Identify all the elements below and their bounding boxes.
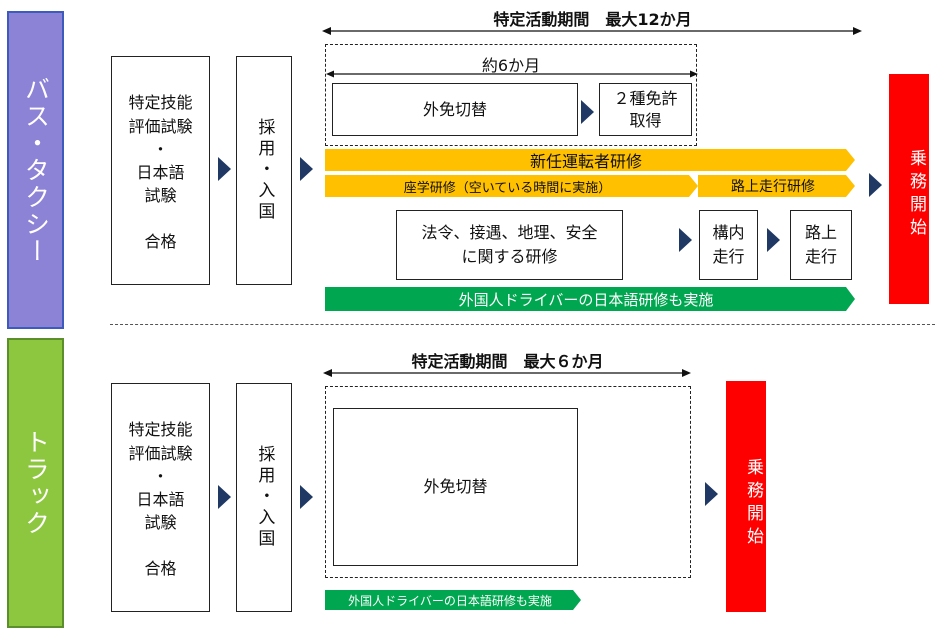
truck-japanese-training: 外国人ドライバーの日本語研修も実施 [348,593,552,608]
bus-classroom-band-shape [325,175,698,197]
truck-arrow-1 [218,485,231,509]
bus-road-driving-box: 路上 走行 [790,210,852,280]
bus-road-training: 路上走行研修 [731,179,815,195]
truck-period-title: 特定活動期間 最大６か月 [411,352,604,371]
truck-license-switch-box: 外免切替 [333,408,578,566]
category-truck: トラック [7,338,64,628]
bus-2nd-license-box: ２種免許 取得 [599,83,692,136]
bus-arrow-6 [869,173,882,197]
bus-japanese-training: 外国人ドライバーの日本語研修も実施 [458,290,714,309]
bus-arrow-5 [767,228,780,252]
bus-arrow-1 [218,157,231,181]
bus-sub-period-title: 約6か月 [481,56,541,75]
bus-road-band-shape [698,175,855,197]
bus-period-arrow [322,27,862,35]
truck-japanese-band-shape [325,590,581,610]
truck-start-duty: 乗務開始 [726,381,766,612]
bus-new-driver-band-shape [325,149,855,171]
bus-hire-entry-box: 採用・入国 [236,56,292,285]
bus-start-duty: 乗務開始 [889,74,929,304]
bus-yard-driving-box: 構内 走行 [699,210,758,280]
bus-law-training-box: 法令、接遇、地理、安全 に関する研修 [396,210,623,280]
bus-new-driver-training: 新任運転者研修 [529,152,642,171]
bus-arrow-4 [679,228,692,252]
truck-period-arrow [323,369,691,377]
bus-classroom-training: 座学研修（空いている時間に実施） [403,180,612,196]
bus-six-month-frame [325,44,697,146]
truck-hire-entry-box: 採用・入国 [236,383,292,612]
category-bus-taxi: バス・タクシー [7,11,64,329]
bus-japanese-band-shape [325,287,855,311]
bus-license-switch-box: 外免切替 [332,83,578,136]
truck-period-frame [325,386,691,578]
bus-period-title: 特定活動期間 最大12か月 [493,10,692,29]
truck-arrow-2 [300,485,313,509]
bus-exam-pass-box: 特定技能 評価試験 ・ 日本語 試験 合格 [111,56,210,285]
bus-arrow-3 [581,100,594,124]
bus-arrow-2 [300,157,313,181]
bus-sub-period-arrow [326,70,698,78]
section-divider [110,324,935,325]
truck-exam-pass-box: 特定技能 評価試験 ・ 日本語 試験 合格 [111,383,210,612]
truck-arrow-3 [705,482,718,506]
